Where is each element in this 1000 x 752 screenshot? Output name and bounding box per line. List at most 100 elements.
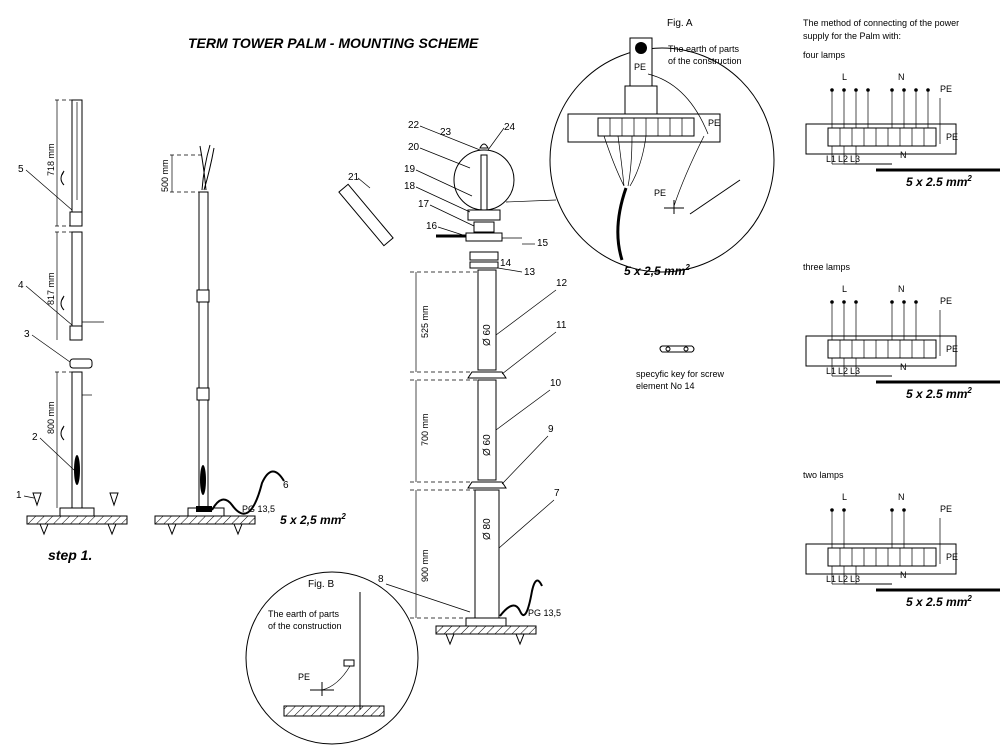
cable-spec-step2: 5 x 2,5 mm2 — [280, 512, 346, 527]
phase-label: L2 — [838, 154, 848, 164]
wire-terminal-dot — [830, 508, 834, 512]
fig-b-note-2: of the construction — [268, 621, 342, 631]
gland-label-tower: PG 13,5 — [528, 608, 561, 618]
diameter-seg7: Ø 80 — [482, 518, 493, 540]
callout-2: 2 — [32, 432, 38, 443]
wire-label-pe-box: PE — [946, 344, 958, 354]
wire-terminal-dot — [914, 88, 918, 92]
wire-terminal-dot — [902, 300, 906, 304]
callout-4: 4 — [18, 280, 24, 291]
callout-19: 19 — [404, 164, 416, 175]
callout-16: 16 — [426, 221, 438, 232]
fig-a-cable-spec: 5 x 2,5 mm2 — [624, 263, 690, 278]
dim-700: 700 mm — [420, 413, 430, 446]
neutral-label-low: N — [900, 570, 907, 580]
key-note: specyfic key for screw element No 14 — [636, 345, 725, 391]
wiring-header-2: supply for the Palm with: — [803, 31, 901, 41]
callout-10: 10 — [550, 378, 562, 389]
tower-assembly: Ø 60 Ø 60 Ø 80 PG 13,5 525 mm 700 mm 900… — [338, 120, 568, 646]
wire-terminal-dot — [842, 300, 846, 304]
callout-24: 24 — [504, 122, 516, 133]
fig-a-note-1: The earth of parts — [668, 44, 740, 54]
callout-21: 21 — [348, 172, 360, 183]
callout-18: 18 — [404, 181, 416, 192]
dim-718: 718 mm — [46, 143, 56, 176]
phase-label: L2 — [838, 574, 848, 584]
fig-a-note-2: of the construction — [668, 56, 742, 66]
wire-terminal-dot — [890, 300, 894, 304]
dim-800: 800 mm — [46, 401, 56, 434]
diameter-seg10: Ø 60 — [482, 434, 493, 456]
wire-label-l: L — [842, 492, 847, 502]
fig-b-label: Fig. B — [308, 579, 334, 590]
fig-b-pe: PE — [298, 672, 310, 682]
wire-label-n: N — [898, 284, 905, 294]
phase-label: L3 — [850, 366, 860, 376]
callout-8: 8 — [378, 574, 384, 585]
cable-spec: 5 x 2.5 mm2 — [906, 386, 972, 401]
wire-label-pe-box: PE — [946, 552, 958, 562]
gland-label-step2: PG 13,5 — [242, 504, 275, 514]
callout-5: 5 — [18, 164, 24, 175]
fig-b-detail: Fig. B The earth of parts of the constru… — [245, 571, 419, 745]
diameter-seg12: Ø 60 — [482, 324, 493, 346]
terminal-strip — [827, 127, 937, 147]
wire-terminal-dot — [854, 88, 858, 92]
dim-900: 900 mm — [420, 549, 430, 582]
cable-spec: 5 x 2.5 mm2 — [906, 174, 972, 189]
fig-a-label: Fig. A — [667, 18, 693, 29]
fig-a-terminal-block — [597, 117, 695, 137]
wire-label-pe: PE — [940, 504, 952, 514]
callout-17: 17 — [418, 199, 430, 210]
wire-terminal-dot — [842, 88, 846, 92]
wire-terminal-dot — [890, 508, 894, 512]
callout-13: 13 — [524, 267, 536, 278]
phase-label: L1 — [826, 366, 836, 376]
wire-label-l: L — [842, 72, 847, 82]
cable-spec: 5 x 2.5 mm2 — [906, 594, 972, 609]
callout-20: 20 — [408, 142, 420, 153]
wire-terminal-dot — [890, 88, 894, 92]
drawing-title: TERM TOWER PALM - MOUNTING SCHEME — [188, 35, 479, 51]
phase-label: L3 — [850, 574, 860, 584]
fig-a-pe-bottom: PE — [654, 188, 666, 198]
key-note-line1: specyfic key for screw — [636, 369, 725, 379]
wire-terminal-dot — [830, 88, 834, 92]
wire-label-pe: PE — [940, 84, 952, 94]
wiring-caption: four lamps — [803, 50, 846, 60]
phase-label: L3 — [850, 154, 860, 164]
wire-terminal-dot — [926, 88, 930, 92]
dim-817: 817 mm — [46, 272, 56, 305]
phase-label: L1 — [826, 574, 836, 584]
key-note-line2: element No 14 — [636, 381, 695, 391]
step1-caption: step 1. — [48, 547, 92, 563]
callout-9: 9 — [548, 424, 554, 435]
terminal-strip — [827, 547, 937, 567]
wiring-section: The method of connecting of the power su… — [803, 18, 959, 41]
callout-23: 23 — [440, 127, 452, 138]
wire-label-n: N — [898, 492, 905, 502]
wire-terminal-dot — [902, 88, 906, 92]
wire-label-l: L — [842, 284, 847, 294]
wire-terminal-dot — [902, 508, 906, 512]
terminal-strip — [827, 339, 937, 359]
fig-a-pe-top: PE — [634, 62, 646, 72]
wire-terminal-dot — [830, 300, 834, 304]
callout-11: 11 — [556, 320, 567, 331]
phase-label: L1 — [826, 154, 836, 164]
neutral-label-low: N — [900, 362, 907, 372]
wire-terminal-dot — [866, 88, 870, 92]
wire-terminal-dot — [914, 300, 918, 304]
wire-terminal-dot — [842, 508, 846, 512]
callout-6: 6 — [283, 480, 289, 491]
wiring-caption: three lamps — [803, 262, 851, 272]
step2-assembly: 500 mm PG 13,5 6 5 x 2,5 mm2 — [154, 144, 346, 536]
wire-label-pe: PE — [940, 296, 952, 306]
wiring-header-1: The method of connecting of the power — [803, 18, 959, 28]
dim-525: 525 mm — [420, 305, 430, 338]
